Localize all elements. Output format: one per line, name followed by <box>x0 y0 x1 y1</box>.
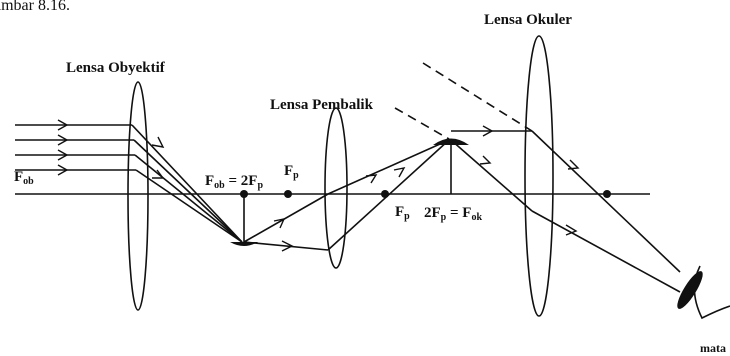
arrowhead <box>281 240 294 252</box>
label-objective-lens: Lensa Obyektif <box>66 60 166 76</box>
arrowhead <box>57 149 69 161</box>
arrowhead <box>57 164 69 176</box>
focal-point-fob <box>240 190 248 198</box>
ray-to-inverting-lens-upper <box>243 193 329 243</box>
label-inverting-lens: Lensa Pembalik <box>270 97 374 113</box>
arrowhead <box>479 155 492 165</box>
refracted-ray-1 <box>131 124 243 243</box>
ray-after-ocular-upper <box>531 130 681 273</box>
arrowhead <box>151 136 165 148</box>
label-2fp-eq-fok: 2Fp = Fok <box>424 205 482 223</box>
focal-point-fp-right <box>381 190 389 198</box>
dashed-virtual-ray-upper <box>422 62 533 132</box>
ocular-lens <box>524 35 554 317</box>
label-fp-left: Fp <box>284 163 299 181</box>
ray-after-inverting-upper <box>327 139 450 195</box>
arrowhead <box>567 159 580 170</box>
inverting-lens <box>324 107 348 269</box>
ray-after-ocular-lower <box>531 210 681 293</box>
eye-icon <box>677 265 730 320</box>
figure-caption: gambar 8.16. <box>0 0 70 14</box>
arrowhead <box>482 125 494 137</box>
ray-to-inverting-lens-lower <box>243 241 329 251</box>
arrowhead <box>57 134 69 146</box>
arrowhead <box>565 224 578 236</box>
arrowhead <box>57 119 69 131</box>
arrowhead <box>393 167 406 178</box>
refracted-ray-4 <box>135 169 243 243</box>
label-fp-right: Fp <box>395 204 410 222</box>
arrowhead <box>152 169 165 179</box>
refracted-ray-3 <box>134 154 243 243</box>
ray-to-ocular-lower <box>450 139 533 212</box>
focal-point-fok <box>603 190 611 198</box>
second-image-head <box>433 138 469 145</box>
dashed-virtual-ray-lower <box>394 107 450 140</box>
label-fob-eq-2fp: Fob = 2Fp <box>205 173 263 191</box>
focal-point-fp-left <box>284 190 292 198</box>
label-f-ob: Fob <box>14 169 34 187</box>
objective-lens <box>127 81 149 311</box>
arrowhead <box>273 218 286 229</box>
label-eye: mata <box>700 341 726 355</box>
refracted-ray-2 <box>133 139 243 243</box>
arrowhead <box>365 174 378 184</box>
label-ocular-lens: Lensa Okuler <box>484 12 572 28</box>
